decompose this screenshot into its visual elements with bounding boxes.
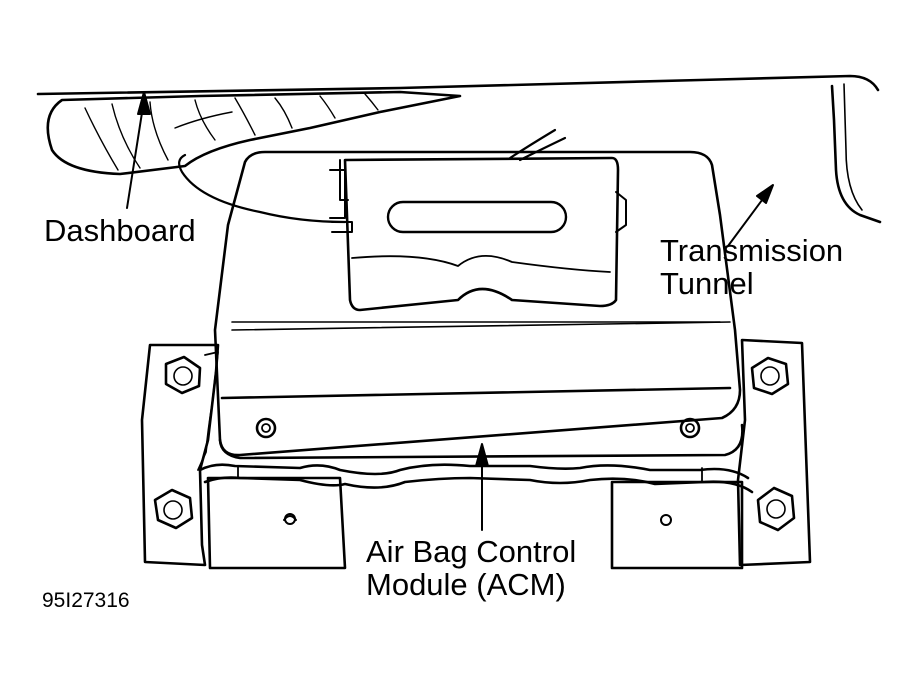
figure-code: 95I27316 bbox=[42, 589, 130, 612]
transmission-tunnel-label-line1: Transmission bbox=[660, 233, 844, 268]
bolt-top-left bbox=[164, 355, 202, 395]
left-bracket bbox=[140, 343, 220, 567]
leader-arrows bbox=[126, 91, 774, 531]
transmission-tunnel-wall bbox=[830, 84, 882, 224]
acm-label-line1: Air Bag Control bbox=[366, 534, 577, 569]
wiring-harness-top bbox=[508, 128, 557, 160]
acm-label-line2: Module (ACM) bbox=[366, 567, 566, 602]
transmission-tunnel-wall-inner bbox=[843, 83, 863, 211]
carrier-bracket bbox=[198, 463, 754, 570]
dashboard-label: Dashboard bbox=[44, 213, 196, 248]
bolt-bottom-left bbox=[153, 488, 194, 530]
acm-connector bbox=[329, 156, 627, 312]
wiring-harness-top-2 bbox=[518, 136, 567, 162]
dash-edge-line bbox=[36, 74, 880, 96]
bolt-top-right bbox=[750, 356, 790, 396]
dashboard-leader bbox=[126, 99, 145, 209]
bolt-bottom-right bbox=[756, 486, 796, 532]
dashboard-padding bbox=[46, 90, 462, 176]
transmission-arrowhead bbox=[756, 184, 774, 204]
acm-housing bbox=[213, 150, 744, 460]
transmission-leader bbox=[727, 191, 769, 247]
transmission-tunnel-label-line2: Tunnel bbox=[660, 266, 754, 301]
acm-arrowhead bbox=[475, 443, 489, 467]
right-bracket bbox=[736, 338, 812, 567]
wiring-harness bbox=[178, 153, 347, 224]
dashboard-arrowhead bbox=[137, 91, 151, 115]
